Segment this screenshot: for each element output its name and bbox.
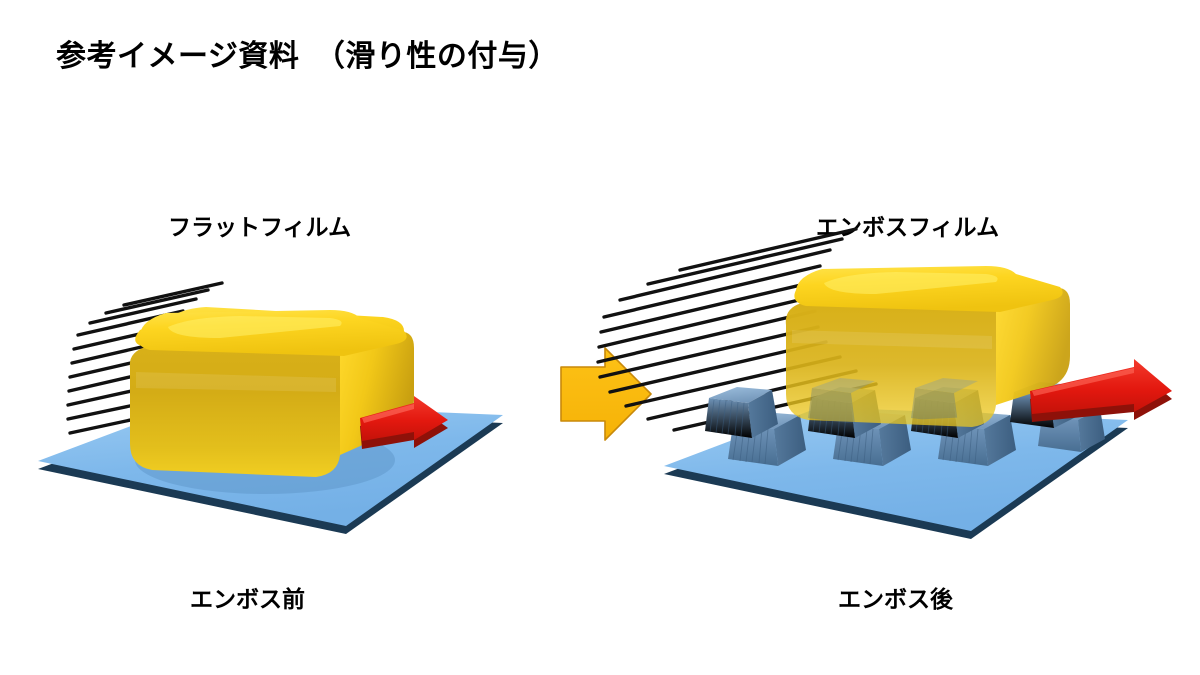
rounded-block-icon-right xyxy=(794,266,1063,312)
page-title: 参考イメージ資料 （滑り性の付与） xyxy=(56,40,559,73)
rounded-block-side xyxy=(340,331,414,455)
emboss-bump-icon xyxy=(1038,405,1105,452)
right-panel-bottom-label: エンボス後 xyxy=(838,586,953,612)
rounded-block-icon xyxy=(135,307,404,353)
arrow-right-block-icon xyxy=(560,347,652,441)
block-shadow xyxy=(135,426,395,494)
rounded-block-front-right xyxy=(785,303,996,427)
slide-arrow-right xyxy=(1030,359,1172,422)
left-panel-top-label: フラットフィルム xyxy=(168,214,352,240)
rounded-block-top-face xyxy=(138,310,407,356)
emboss-bump-icon xyxy=(705,387,778,438)
emboss-bump-icon xyxy=(808,387,881,438)
emboss-bump-icon xyxy=(728,412,806,466)
rounded-block-side-right xyxy=(996,287,1070,405)
block-highlight-right xyxy=(824,272,998,294)
emboss-bump-row-front xyxy=(705,382,1078,438)
left-panel-bottom-label: エンボス前 xyxy=(190,586,305,612)
emboss-bump-icon xyxy=(938,412,1016,466)
film-plate-icon xyxy=(38,402,503,526)
hatch-lines-icon xyxy=(66,281,224,435)
emboss-bump-icon xyxy=(1010,382,1078,428)
arrow-right-3d-icon xyxy=(360,396,448,441)
film-plate-icon-right xyxy=(664,407,1128,531)
block-highlight xyxy=(168,316,342,338)
emboss-bump-icon xyxy=(911,387,984,438)
right-diagram-group xyxy=(596,227,1172,539)
bump-ghost-through-block xyxy=(808,378,978,424)
arrow-right-3d-icon-long xyxy=(1030,359,1172,414)
emboss-bump-row-back xyxy=(728,405,1105,466)
emboss-bump-icon xyxy=(833,412,911,466)
film-plate-edge xyxy=(38,410,503,534)
left-diagram-group xyxy=(38,281,503,534)
slide-arrow-left xyxy=(360,396,448,449)
film-plate-edge-right xyxy=(664,415,1128,539)
right-panel-top-label: エンボスフィルム xyxy=(816,214,1000,240)
rounded-block-front xyxy=(129,347,340,477)
block-sheen-right xyxy=(792,330,992,349)
hatch-lines-icon-right xyxy=(596,227,878,432)
block-sheen xyxy=(136,372,336,392)
center-arrow-group xyxy=(560,347,652,441)
